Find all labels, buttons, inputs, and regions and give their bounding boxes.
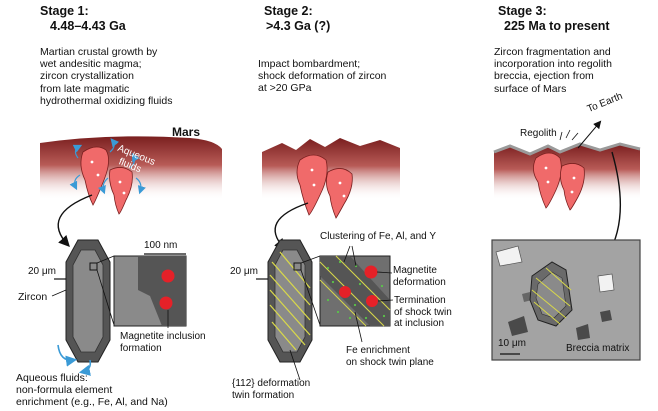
- stage3-breccia-box: [491, 239, 641, 361]
- ejection-arrow: [559, 120, 602, 149]
- stage1-arrow-to-zircon: [57, 194, 93, 248]
- zircon-label: Zircon: [18, 291, 48, 303]
- inclusion-dot: [366, 295, 378, 307]
- stage1-scale-label: 20 μm: [28, 266, 56, 277]
- stage1-title-line1: Stage 1:: [40, 4, 89, 18]
- twin-formation-label: {112} deformation twin formation: [232, 378, 311, 401]
- stage1-description: Martian crustal growth by wet andesitic …: [40, 46, 173, 107]
- inclusion-dot: [159, 296, 173, 310]
- clustering-label: Clustering of Fe, Al, and Y: [320, 231, 436, 242]
- fe-enrichment-label: Fe enrichment on shock twin plane: [346, 345, 434, 368]
- stage1-title: Stage 1: 4.48–4.43 Ga: [40, 4, 126, 34]
- stage2-title: Stage 2: >4.3 Ga (?): [264, 4, 331, 33]
- regolith-label: Regolith: [520, 128, 557, 139]
- stage1-zoom-line-top: [96, 255, 115, 264]
- stage3-description: Zircon fragmentation and incorporation i…: [494, 46, 612, 95]
- stage3-scale-label: 10 μm: [498, 338, 526, 349]
- stage1-zircon-crystal: [65, 239, 111, 363]
- stage2-scale-label: 20 μm: [230, 266, 258, 277]
- stage2-crust: [262, 138, 400, 200]
- cluster-dots: [326, 260, 386, 320]
- zircon-fragment: [529, 261, 573, 327]
- stage3-title: Stage 3: 225 Ma to present: [498, 4, 610, 33]
- stage1-fluid-arrows: [69, 138, 146, 195]
- stage1-zoom-line-bottom: [96, 269, 115, 326]
- stage2-magma-pocket: [296, 154, 353, 219]
- shock-twin-termination-label: Termination of shock twin at inclusion: [394, 295, 452, 329]
- inclusion-dot: [339, 286, 351, 298]
- stage1-zoom-scale-label: 100 nm: [144, 240, 178, 251]
- stage1-magma-pocket: [80, 146, 133, 215]
- stage1-zoom-box: [113, 253, 187, 327]
- stage1-fluids-note: Aqueous fluids: non-formula element enri…: [16, 372, 168, 408]
- mars-label: Mars: [172, 125, 201, 139]
- stage1-fluid-arrow-bottom: [57, 344, 78, 367]
- stage2-zircon-crystal: [267, 239, 313, 363]
- regolith-layer: [493, 142, 641, 156]
- stage2-description: Impact bombardment; shock deformation of…: [258, 58, 387, 95]
- inclusion-label: Magnetite inclusion formation: [120, 331, 206, 354]
- inclusion-dot: [364, 265, 378, 279]
- stage3-magma-pocket: [533, 152, 585, 211]
- magnetite-deformation-label: Magnetite deformation: [393, 265, 446, 288]
- inclusion-dot: [161, 269, 175, 283]
- breccia-matrix-label: Breccia matrix: [566, 343, 630, 354]
- stage2-zoom-box: [319, 255, 391, 327]
- stage1-title-line2: 4.48–4.43 Ga: [50, 19, 126, 33]
